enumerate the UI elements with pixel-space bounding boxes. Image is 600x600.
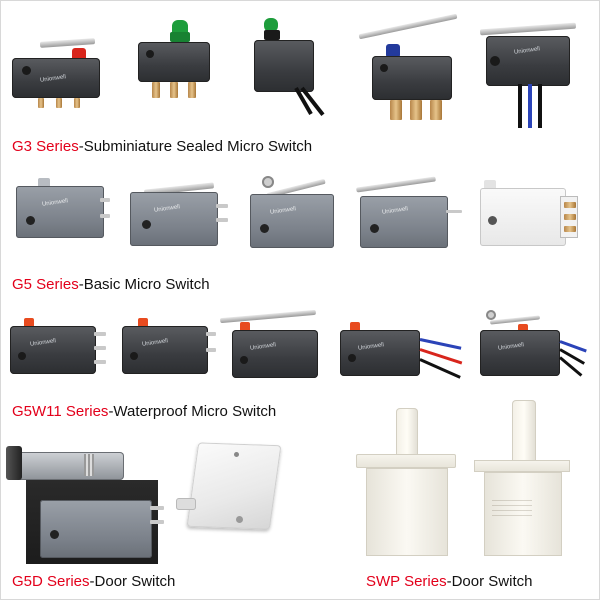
caption-g5w11: G5W11 Series-Waterproof Micro Switch (12, 403, 276, 420)
swp-door-switch-front (356, 408, 456, 558)
g5w11-switch-long-lever: Unionwell (219, 309, 330, 390)
g3-switch-lever-red: Unionwell (10, 38, 105, 110)
g3-switch-wired-leads: Unionwell (478, 22, 588, 132)
g3-switch-green-plunger (130, 20, 215, 110)
series-description: -Door Switch (89, 573, 176, 590)
swp-door-switch-side (472, 400, 572, 558)
series-name: SWP Series (366, 573, 447, 590)
g5w11-switch-short-lever: Unionwell (116, 318, 216, 382)
g5d-door-switch-assembly (6, 446, 166, 566)
g3-switch-green-wired (250, 18, 335, 128)
g5-switch-plunger: Unionwell (12, 178, 112, 258)
g5-switch-roller-lever: Unionwell (240, 176, 340, 266)
series-name: G5 Series (12, 276, 79, 293)
g3-switch-blue-long-lever (350, 12, 470, 132)
series-description: -Waterproof Micro Switch (108, 403, 277, 420)
g5w11-switch-wired: Unionwell (336, 322, 466, 386)
g5-switch-hinge-lever: Unionwell (122, 180, 232, 260)
caption-g3: G3 Series-Subminiature Sealed Micro Swit… (12, 138, 312, 155)
series-description: -Basic Micro Switch (78, 276, 210, 293)
g5w11-switch-roller-wired: Unionwell (474, 310, 594, 390)
g5d-door-switch-white-box (170, 438, 290, 538)
caption-g5: G5 Series-Basic Micro Switch (12, 276, 210, 293)
series-name: G5D Series (12, 573, 90, 590)
series-name: G5W11 Series (12, 403, 109, 420)
g5-switch-white-connector (476, 180, 586, 260)
caption-swp: SWP Series-Door Switch (366, 573, 532, 590)
series-name: G3 Series (12, 138, 79, 155)
caption-g5d: G5D Series-Door Switch (12, 573, 175, 590)
series-description: -Door Switch (446, 573, 533, 590)
series-description: -Subminiature Sealed Micro Switch (78, 138, 313, 155)
g5-switch-simulated-roller: Unionwell (346, 176, 466, 258)
g5w11-switch-plunger: Unionwell (8, 318, 108, 382)
